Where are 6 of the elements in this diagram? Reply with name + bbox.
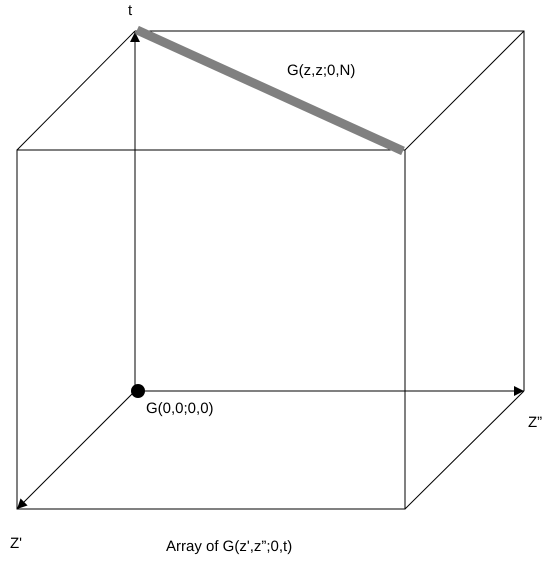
point-label: G(0,0;0,0) [146,400,214,419]
axis-label: Z' [10,535,22,554]
axis-label: t [128,2,132,21]
axis-label: Z” [528,414,542,433]
caption: Array of G(z',z”;0,t) [166,538,292,557]
line-label: G(z,z;0,N) [287,62,356,81]
